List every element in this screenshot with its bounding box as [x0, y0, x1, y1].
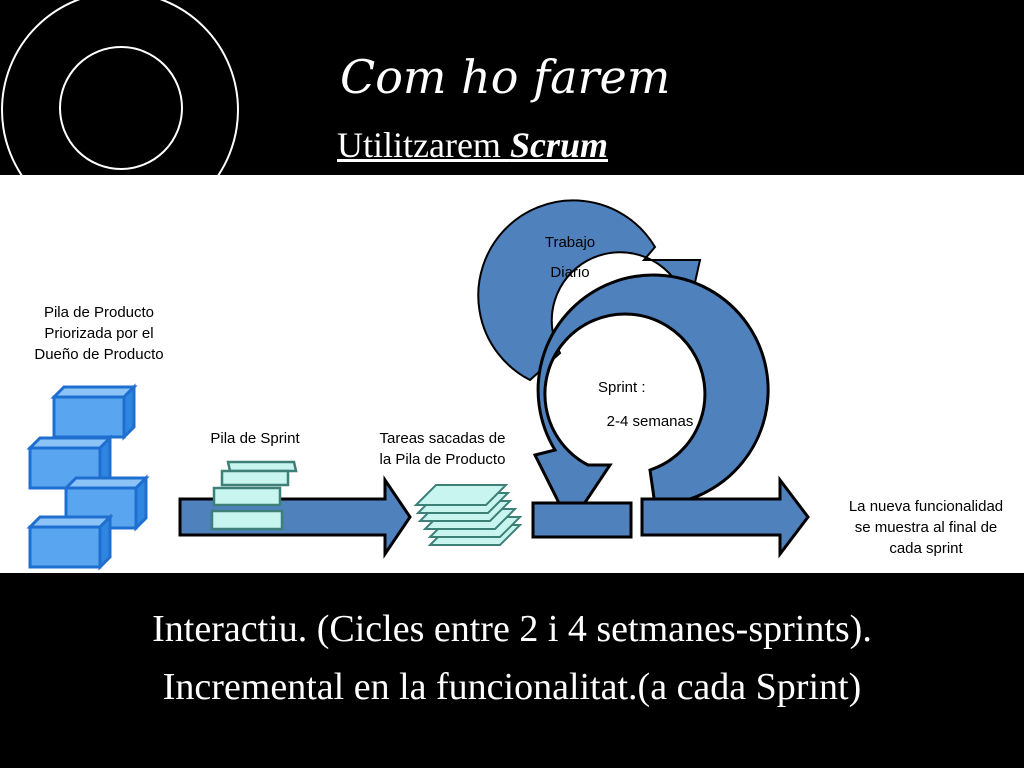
daily-work-label: Trabajo Diario: [544, 234, 596, 281]
bullet-text: Interactiu. (Cicles entre 2 i 4 setmanes…: [0, 600, 1024, 716]
subtitle-prefix: Utilitzarem: [337, 125, 510, 165]
inner-circle: [59, 46, 183, 170]
sprint-backlog-label: Pila de Sprint: [210, 430, 300, 447]
sheet: [220, 469, 290, 487]
scrum-diagram: Pila de Producto Priorizada por el Dueño…: [0, 175, 1024, 573]
slide-subtitle: Utilitzarem Scrum: [337, 124, 608, 166]
sheet: [210, 509, 284, 531]
flow-arrow-main: [178, 475, 412, 559]
slide-title: Com ho farem: [340, 50, 671, 104]
bullet-line-1: Interactiu. (Cicles entre 2 i 4 setmanes…: [152, 608, 872, 650]
scrum-diagram-graphics: [26, 199, 810, 571]
sprint-label: Sprint :: [598, 379, 646, 396]
sprint-duration-label: 2-4 semanas: [606, 413, 694, 430]
backlog-block: [26, 513, 114, 571]
subtitle-emphasis: Scrum: [509, 125, 608, 165]
flow-arrow-exit: [640, 475, 810, 559]
bullet-line-2: Incremental en la funcionalitat.(a cada …: [162, 666, 862, 708]
sprint-backlog-sheets: [210, 460, 298, 531]
tasks-label: Tareas sacadas de la Pila de Producto: [379, 430, 506, 468]
decorative-circles: [1, 0, 239, 175]
sprint-cycle-arrow: [532, 273, 770, 528]
product-backlog-blocks: [26, 383, 150, 571]
sheet: [226, 460, 298, 473]
backlog-block: [50, 383, 138, 441]
result-label: La nueva funcionalidad se muestra al fin…: [848, 498, 1004, 557]
sprint-entry-bar: [531, 501, 633, 539]
daily-work-cycle-arrow: [477, 199, 702, 382]
sheet: [212, 486, 282, 507]
tasks-stack: [413, 484, 523, 546]
backlog-block: [26, 434, 114, 492]
product-backlog-label: Pila de Producto Priorizada por el Dueño…: [34, 304, 164, 363]
outer-circle: [1, 0, 239, 175]
